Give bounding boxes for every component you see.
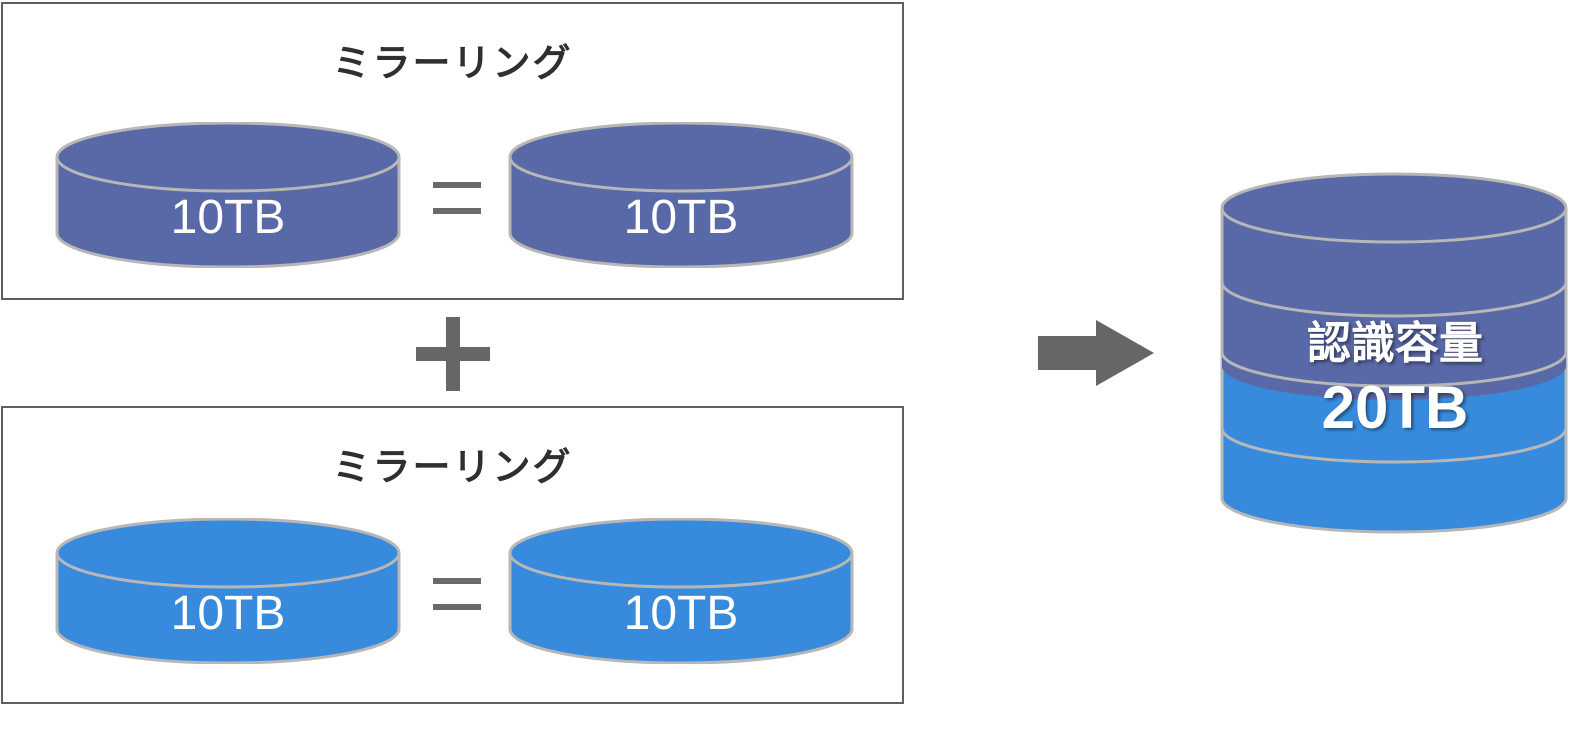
disk-capacity-label: 10TB xyxy=(623,191,739,244)
disk-top-right: 10TB xyxy=(508,122,854,268)
arrow-right-icon xyxy=(1038,320,1154,386)
disk-bottom-right: 10TB xyxy=(508,518,854,664)
disk-capacity-label: 10TB xyxy=(623,587,739,640)
plus-icon xyxy=(416,317,490,391)
panel-title: ミラーリング xyxy=(332,41,573,85)
recognized-capacity-caption: 認識容量 xyxy=(1307,318,1483,369)
combined-volume-stack xyxy=(1220,172,1568,534)
equals-icon xyxy=(433,578,481,610)
disk-capacity-label: 10TB xyxy=(170,587,286,640)
recognized-capacity-value: 20TB xyxy=(1321,374,1469,441)
mirroring-panel-bottom: ミラーリング 10TB 10TB xyxy=(1,406,904,704)
equals-icon xyxy=(433,182,481,214)
disk-bottom-left: 10TB xyxy=(55,518,401,664)
panel-title: ミラーリング xyxy=(332,445,573,489)
mirroring-panel-top: ミラーリング 10TB 10TB xyxy=(1,2,904,300)
disk-capacity-label: 10TB xyxy=(170,191,286,244)
disk-top-left: 10TB xyxy=(55,122,401,268)
